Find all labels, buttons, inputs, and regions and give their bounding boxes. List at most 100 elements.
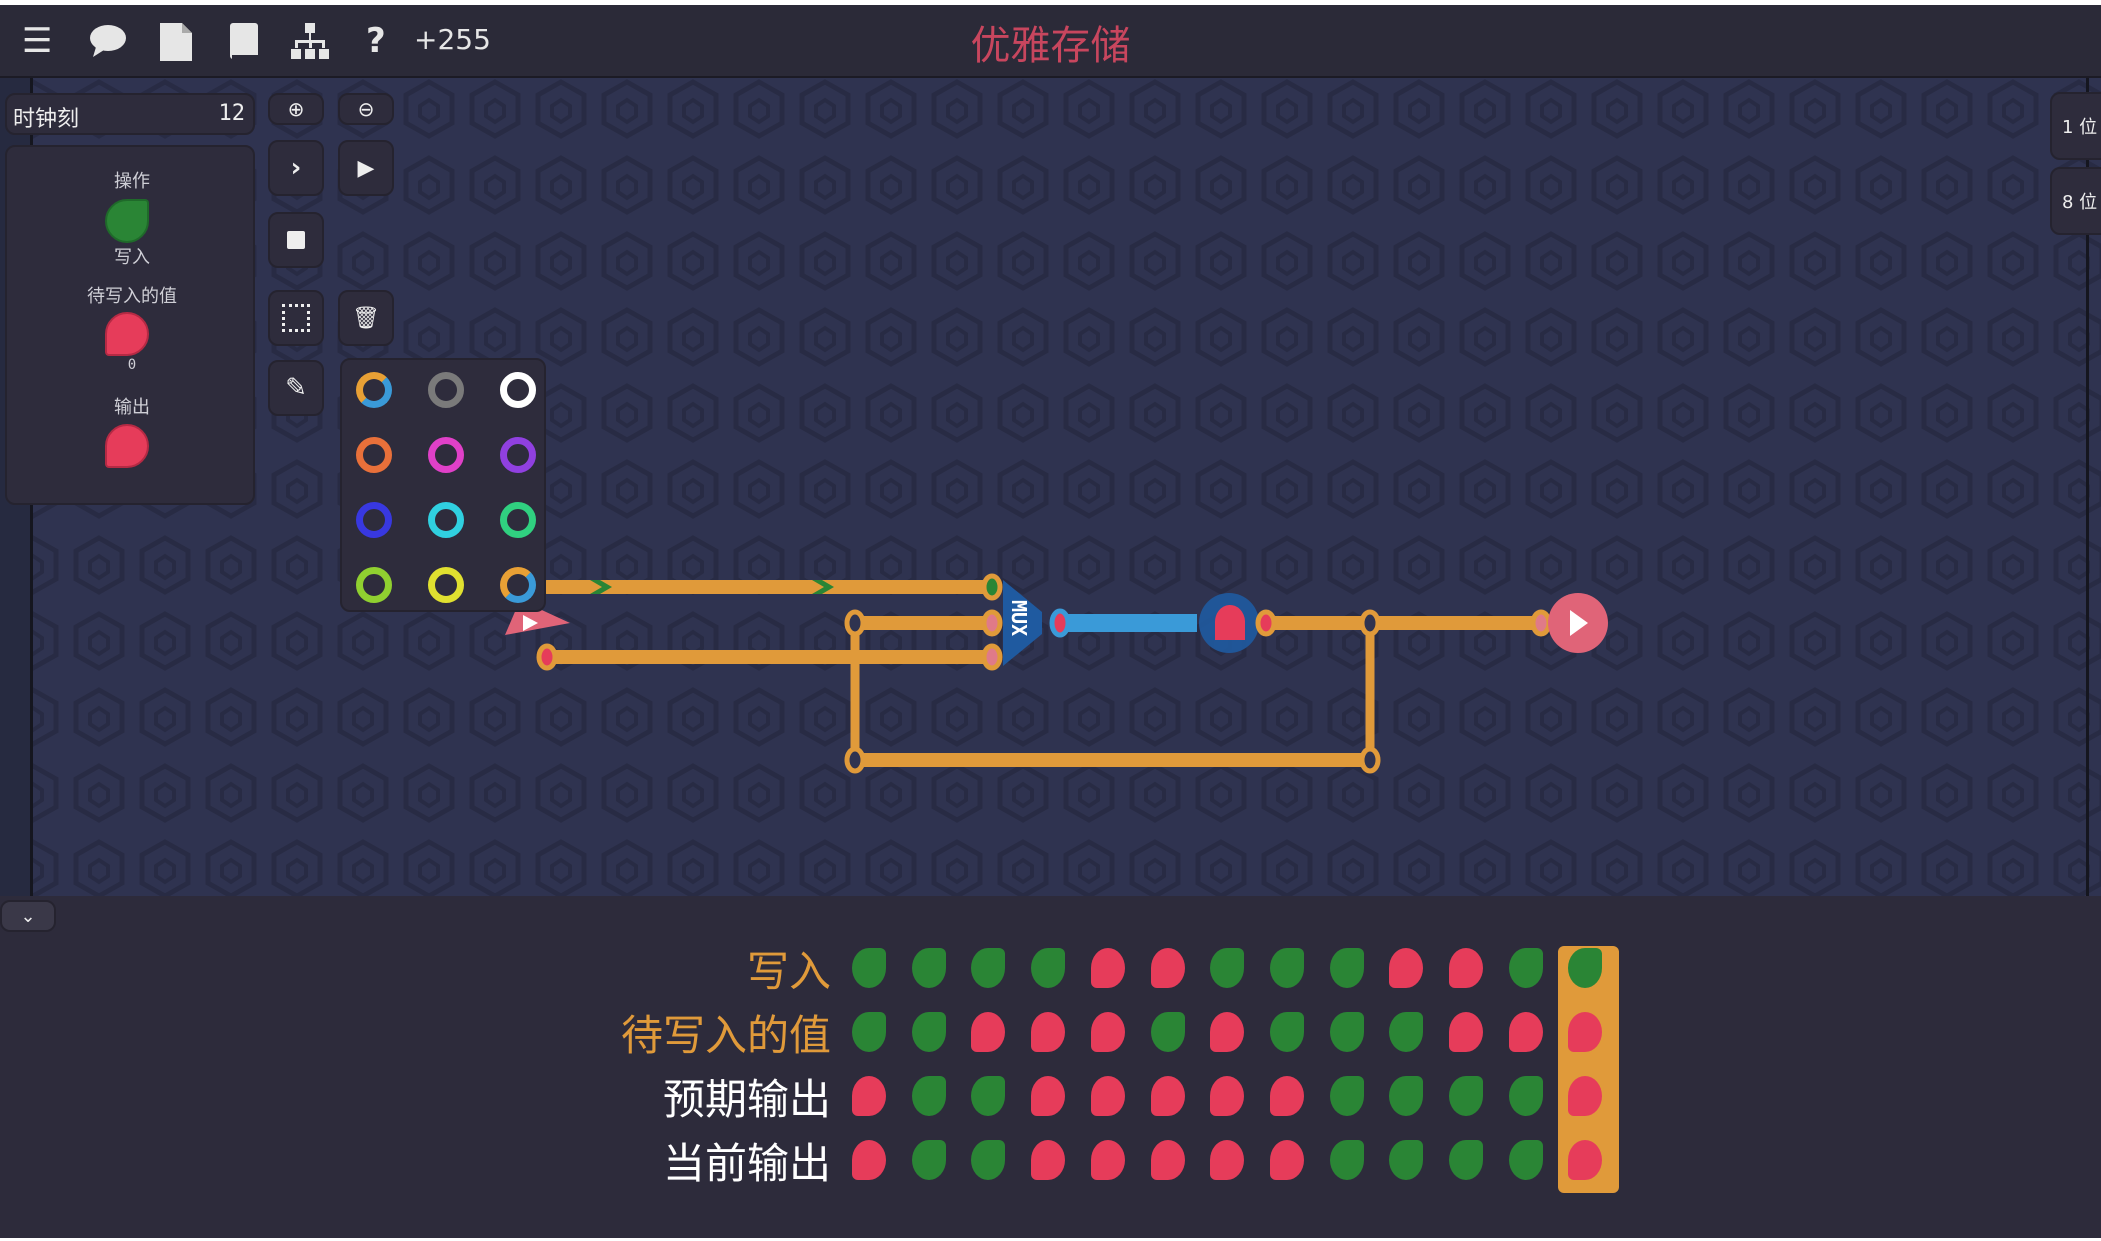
delete-button[interactable]: 🗑 (338, 290, 394, 346)
pencil-icon: ✎ (285, 373, 307, 403)
timeline-signal (911, 948, 946, 988)
help-icon[interactable]: ? (366, 21, 386, 61)
timeline-signal (1150, 1140, 1185, 1180)
color-swatch[interactable] (428, 567, 464, 603)
score-counter: +255 (414, 23, 491, 56)
pin (844, 609, 866, 637)
timeline-signal (1090, 1076, 1125, 1116)
level-title: 优雅存储 (970, 23, 1131, 69)
value-toggle[interactable] (105, 312, 149, 356)
timeline-row-label: 待写入的值 (620, 1011, 831, 1060)
timeline-signal (1449, 1012, 1483, 1052)
timeline-signal (1150, 1076, 1185, 1116)
timeline-signal (1031, 1076, 1066, 1116)
timeline-signal (1329, 1140, 1364, 1180)
timeline-signal (1329, 1076, 1364, 1116)
op-label: 操作 (114, 171, 150, 192)
color-swatch[interactable] (428, 437, 464, 473)
menu-icon[interactable]: ☰ (22, 21, 53, 61)
timeline-signal (852, 1012, 886, 1052)
pin (1530, 609, 1552, 637)
pin (1255, 609, 1277, 637)
timeline-signal (1389, 948, 1424, 988)
timeline-signal (1210, 1140, 1245, 1180)
color-swatch[interactable] (356, 567, 392, 603)
timeline-signal (1269, 1076, 1304, 1116)
color-swatch[interactable] (500, 372, 536, 408)
pin (536, 643, 558, 671)
timeline-signal (1210, 948, 1245, 988)
tick-label: 时钟刻 (13, 107, 80, 132)
timeline-signal (1568, 1012, 1603, 1052)
color-swatch[interactable] (500, 567, 536, 603)
color-swatch[interactable] (500, 502, 536, 538)
hierarchy-icon[interactable] (290, 21, 330, 70)
timeline-signal (1269, 948, 1304, 988)
timeline-row-label: 当前输出 (662, 1139, 831, 1188)
timeline-signal (911, 1076, 946, 1116)
inputs-panel: 操作 写入 待写入的值 0 输出 (5, 145, 255, 505)
bit-1-button[interactable]: 1 位 (2050, 92, 2101, 160)
select-button[interactable] (268, 290, 324, 346)
pin (981, 573, 1003, 601)
timeline-signal (1449, 1076, 1483, 1116)
timeline-signal (1210, 1012, 1245, 1052)
bit-1-label: 1 位 (2062, 117, 2098, 138)
output-label: 输出 (114, 397, 150, 418)
color-swatch[interactable] (428, 372, 464, 408)
color-palette (340, 358, 546, 612)
timeline-signal (1449, 1140, 1483, 1180)
timeline-signal (971, 1140, 1006, 1180)
timeline-signal (1269, 1140, 1304, 1180)
timeline-signal (1329, 1012, 1364, 1052)
bit-8-button[interactable]: 8 位 (2050, 167, 2101, 235)
timeline-signal (1150, 948, 1185, 988)
circuit-canvas[interactable]: MUX 时钟刻 12 操作 写入 待写入的值 0 输出 ⊕ ⊖ › ▶ 🗑 ✎ … (0, 78, 2101, 896)
zoom-in-button[interactable]: ⊕ (268, 93, 324, 125)
pin (1359, 746, 1381, 774)
op-toggle[interactable] (105, 199, 149, 243)
timeline-signal (911, 1012, 946, 1052)
output-arrow-icon (1570, 610, 1588, 636)
zoom-in-icon: ⊕ (287, 97, 305, 121)
timeline-signal (971, 948, 1006, 988)
timeline-signal (1508, 1012, 1543, 1052)
color-swatch[interactable] (356, 437, 392, 473)
play-button[interactable]: ▶ (338, 140, 394, 196)
input-arrow-icon (523, 615, 538, 631)
collapse-button[interactable]: ⌄ (0, 900, 56, 932)
timeline-signal (1389, 1012, 1424, 1052)
pin (844, 746, 866, 774)
zoom-out-button[interactable]: ⊖ (338, 93, 394, 125)
timeline-signal (1568, 1076, 1603, 1116)
timeline-signal (1568, 1140, 1603, 1180)
book-icon[interactable] (228, 21, 262, 72)
clock-tick-display: 时钟刻 12 (5, 93, 255, 135)
pin (1359, 609, 1381, 637)
file-icon[interactable] (158, 21, 194, 72)
color-swatch[interactable] (500, 437, 536, 473)
step-button[interactable]: › (268, 140, 324, 196)
top-toolbar: ☰ ? +255 优雅存储 (0, 5, 2101, 78)
timeline-signal (1449, 948, 1483, 988)
chevron-right-icon: › (290, 153, 302, 183)
color-swatch[interactable] (428, 502, 464, 538)
circuit: MUX (505, 573, 1608, 774)
color-swatch[interactable] (356, 372, 392, 408)
timeline-signal (1508, 1076, 1543, 1116)
color-swatch[interactable] (356, 502, 392, 538)
timeline-signal (1090, 1012, 1125, 1052)
mux-label: MUX (1007, 600, 1031, 636)
chat-icon[interactable] (88, 21, 128, 70)
pencil-button[interactable]: ✎ (268, 360, 324, 416)
timeline-row-label: 写入 (746, 947, 831, 996)
chevron-down-icon: ⌄ (20, 905, 36, 927)
tick-value: 12 (218, 101, 246, 126)
stop-button[interactable] (268, 212, 324, 268)
pin (981, 609, 1003, 637)
bit-8-label: 8 位 (2062, 192, 2098, 213)
value-label: 待写入的值 (87, 286, 177, 307)
timeline-signal (1090, 1140, 1125, 1180)
signal-chevron (812, 580, 834, 594)
timeline-signal (911, 1140, 946, 1180)
